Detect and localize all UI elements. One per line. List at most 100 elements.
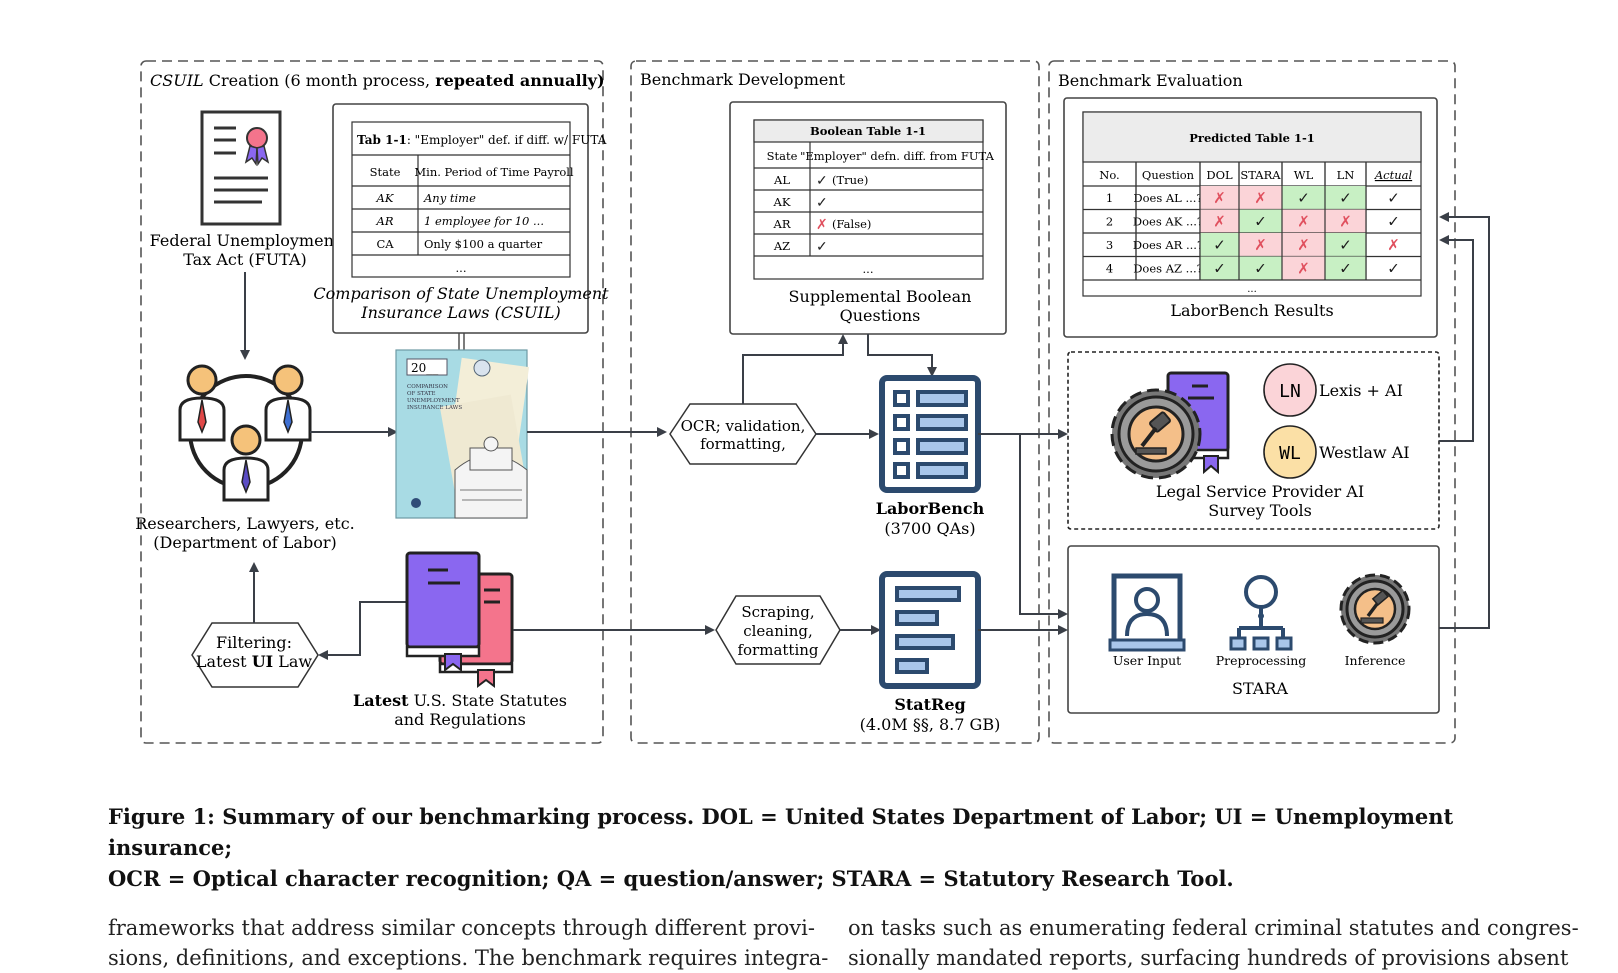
check-icon: ✓ [1387,259,1400,277]
csuil-header-state: State [370,165,401,179]
wl-badge [1263,425,1317,479]
predicted-no-cell: 3 [1106,238,1113,252]
predicted-header-cell: No. [1099,168,1119,182]
panel-benchmark-evaluation [1048,60,1456,744]
preprocessing-label: Preprocessing [1216,653,1307,668]
csuil-header-period: Min. Period of Time Payroll [414,165,574,179]
check-icon: ✓ [1339,236,1352,254]
predicted-question-cell: Does AK ...? [1133,214,1203,228]
csuil-cell: Any time [423,191,476,205]
researchers-label-2: (Department of Labor) [153,533,336,552]
predicted-question-cell: Does AR ...? [1133,238,1203,252]
researchers-label-1: Researchers, Lawyers, etc. [135,514,355,533]
laborbench-count: (3700 QAs) [884,519,975,538]
predicted-header-cell: STARA [1240,168,1281,182]
csuil-cell: AR [376,214,394,228]
filtering-label-2: Latest UI Law [196,652,312,671]
body-left-column: frameworks that address similar concepts… [108,913,828,973]
check-icon: ✓ [816,239,828,255]
books-icon [405,551,514,688]
lexis-label: Lexis + AI [1319,381,1403,400]
statreg-size: (4.0M §§, 8.7 GB) [860,715,1001,734]
predicted-cell-fill [1325,256,1366,280]
predicted-header-cell: WL [1294,168,1314,182]
predicted-header-cell: DOL [1206,168,1233,182]
csuil-ellipsis: ... [456,261,467,275]
gear-law-icon [1110,371,1230,480]
inference-label: Inference [1345,653,1406,668]
cover-text: UNEMPLOYMENT [407,398,460,404]
boolean-header-defn: "Employer" defn. diff. from FUTA [800,149,994,163]
body-right-column: on tasks such as enumerating federal cri… [848,913,1579,973]
inference-gear-icon [1339,573,1411,645]
csuil-cell: Only $100 a quarter [424,237,543,251]
csuil-cell: AK [376,191,395,205]
cross-icon: ✗ [1297,236,1310,254]
csuil-cell: 1 employee for 10 ... [424,214,544,228]
check-icon: ✓ [816,173,828,189]
user-input-icon [1108,573,1186,652]
check-icon: ✓ [1387,212,1400,230]
panel-title-development: Benchmark Development [640,70,846,89]
body-text-line: sionally mandated reports, surfacing hun… [848,946,1569,970]
predicted-question-cell: Does AZ ...? [1133,261,1203,275]
statreg-label: StatReg [894,695,965,714]
predicted-cell-fill [1200,256,1239,280]
caption-line-2: OCR = Optical character recognition; QA … [108,866,1234,891]
stara-label: STARA [1232,679,1288,698]
predicted-caption: LaborBench Results [1170,301,1333,320]
check-icon: ✓ [1297,189,1310,207]
boolean-ellipsis: ... [863,262,874,276]
predicted-cell-fill [1282,209,1325,233]
predicted-header-cell: Question [1142,168,1195,182]
csuil-cover-image: 20__ COMPARISON OF STATE UNEMPLOYMENT IN… [395,349,530,519]
predicted-cell-fill [1200,233,1239,257]
predicted-question-cell: Does AL ...? [1133,191,1202,205]
ln-badge-text: LN [1279,381,1301,402]
predicted-cell-fill [1200,186,1239,210]
user-input-label: User Input [1113,653,1181,668]
predicted-cell-fill [1239,209,1282,233]
predicted-cell-fill [1282,233,1325,257]
ocr-label-2: formatting, [700,435,786,453]
boolean-table-title: Boolean Table 1-1 [810,124,926,138]
cross-icon: ✗ [1297,259,1310,277]
boolean-state-cell: AL [773,173,790,187]
futa-label-2: Tax Act (FUTA) [183,250,307,269]
cross-icon: ✗ [1387,236,1400,254]
boolean-caption-2: Questions [840,306,921,325]
body-text-line: frameworks that address similar concepts… [108,916,815,940]
predicted-cell-fill [1325,209,1366,233]
predicted-no-cell: 2 [1106,214,1113,228]
cross-icon: ✗ [1213,189,1226,207]
check-icon: ✓ [1387,189,1400,207]
predicted-no-cell: 4 [1106,261,1113,275]
predicted-cell-fill [1325,233,1366,257]
scraping-label-3: formatting [737,641,818,659]
boolean-state-cell: AR [773,217,791,231]
caption-line-1: Figure 1: Summary of our benchmarking pr… [108,804,1454,860]
check-icon: ✓ [1254,212,1267,230]
predicted-cell-fill [1239,256,1282,280]
check-icon: ✓ [1339,259,1352,277]
statutes-label-2: and Regulations [394,710,526,729]
benchmark-figure: CSUIL Creation (6 month process, repeate… [135,60,1490,744]
panel-title-creation: CSUIL Creation (6 month process, repeate… [150,71,605,90]
predicted-cell-fill [1200,209,1239,233]
predicted-header-cell: Actual [1374,168,1413,182]
ocr-label-1: OCR; validation, [681,417,806,435]
document-icon [200,110,282,226]
check-icon: ✓ [816,195,828,211]
boolean-note-cell: (False) [832,217,871,231]
predicted-cell-fill [1325,186,1366,210]
predicted-cell-fill [1282,256,1325,280]
scraping-label-2: cleaning, [743,622,813,640]
wl-badge-text: WL [1279,443,1301,464]
futa-label-1: Federal Unemployment [150,231,341,250]
cross-icon: ✗ [1339,212,1352,230]
cover-text: OF STATE [407,391,436,397]
panel-benchmark-development [630,60,1040,744]
boolean-note-cell: (True) [832,173,868,187]
